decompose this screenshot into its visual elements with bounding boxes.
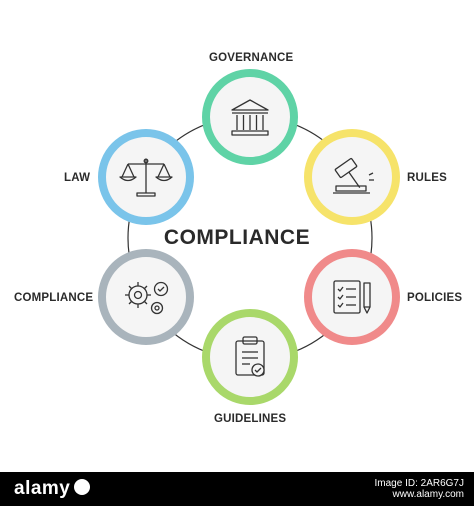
footer-brand-text: alamy [14, 478, 71, 499]
label-governance: GOVERNANCE [209, 52, 294, 64]
node-compliance [98, 249, 194, 345]
footer-image-id: Image ID: 2AR6G7J [374, 478, 464, 489]
alamy-logo-icon [74, 479, 91, 495]
clipboard-check-icon [235, 336, 265, 377]
gavel-icon [333, 157, 374, 194]
scales-icon [119, 158, 173, 197]
courthouse-icon [231, 99, 269, 136]
node-compliance-circle [98, 249, 194, 345]
label-law: LAW [64, 172, 91, 184]
node-rules [304, 129, 400, 225]
footer-brand: alamy [14, 478, 91, 500]
label-policies: POLICIES [407, 292, 463, 304]
watermark-footer: alamy Image ID: 2AR6G7J www.alamy.com [0, 472, 474, 506]
node-law [98, 129, 194, 225]
compliance-diagram [98, 69, 400, 405]
gears-check-icon [125, 281, 169, 315]
node-guidelines-circle [202, 309, 298, 405]
checklist-pencil-icon [333, 280, 371, 314]
label-compliance: COMPLIANCE [14, 292, 94, 304]
label-guidelines: GUIDELINES [214, 413, 287, 425]
footer-image-info: Image ID: 2AR6G7J www.alamy.com [375, 478, 464, 500]
node-guidelines [202, 309, 298, 405]
node-policies [304, 249, 400, 345]
center-title: COMPLIANCE [163, 226, 311, 249]
footer-url: www.alamy.com [392, 489, 465, 500]
label-rules: RULES [407, 172, 447, 184]
node-governance [202, 69, 298, 165]
